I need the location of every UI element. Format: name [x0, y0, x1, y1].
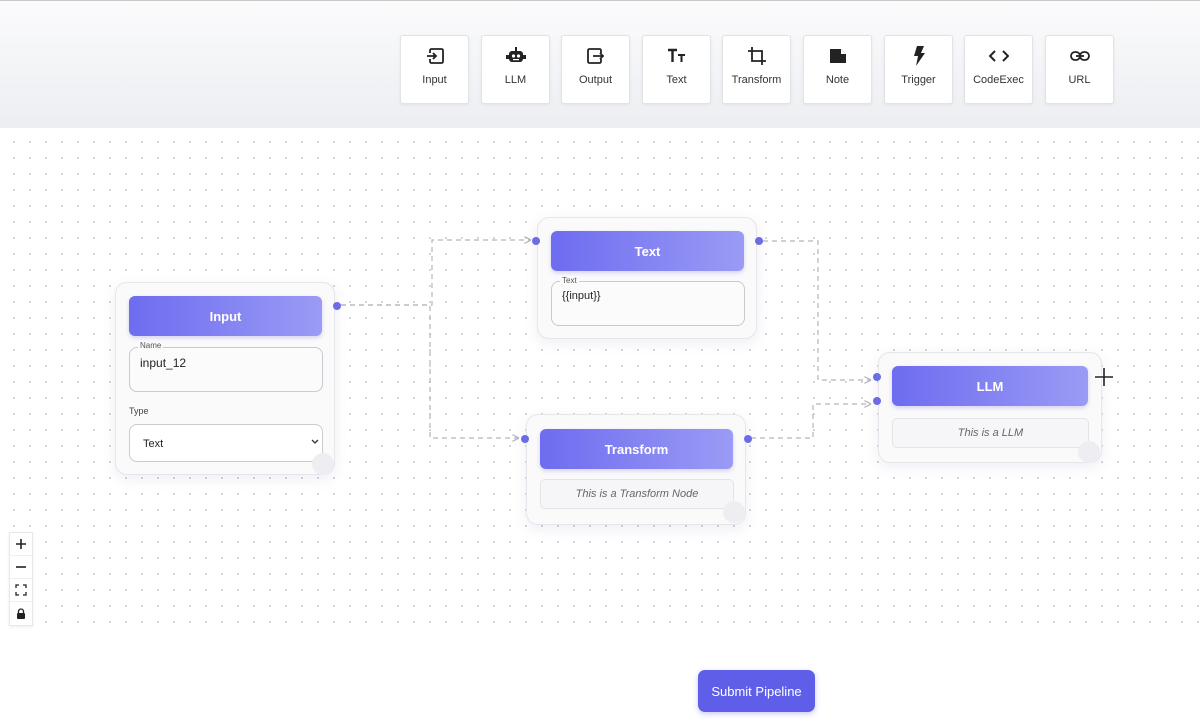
input-handle-prompt[interactable]: [873, 397, 881, 405]
text-format-icon: [643, 46, 710, 66]
resize-handle[interactable]: [723, 501, 745, 523]
node-description: This is a Transform Node: [540, 479, 734, 509]
input-handle-system[interactable]: [873, 373, 881, 381]
code-icon: [965, 46, 1032, 66]
node-header[interactable]: LLM: [892, 366, 1088, 406]
zoom-in-button[interactable]: [10, 533, 32, 556]
text-value: {{input}}: [562, 290, 601, 302]
input-handle[interactable]: [521, 435, 529, 443]
fullscreen-icon: [15, 584, 27, 596]
toolbar-item-label: CodeExec: [973, 74, 1024, 86]
minus-icon: [16, 566, 26, 568]
output-handle[interactable]: [333, 302, 341, 310]
text-field[interactable]: [551, 281, 745, 326]
lock-icon: [17, 607, 25, 619]
toolbar-item-label: Note: [825, 74, 850, 86]
text-node[interactable]: Text Text {{input}}: [532, 217, 763, 339]
login-icon: [401, 46, 468, 66]
bolt-icon: [885, 46, 952, 66]
plus-icon: [16, 539, 26, 549]
toolbar-item-output[interactable]: Output: [561, 35, 630, 104]
toolbar-item-label: Text: [666, 74, 687, 86]
toolbar-item-trigger[interactable]: Trigger: [884, 35, 953, 104]
node-description: This is a LLM: [892, 418, 1089, 448]
move-cursor-icon: [1094, 367, 1114, 387]
zoom-controls: [9, 532, 33, 626]
bottom-bar: [0, 628, 1200, 727]
type-label: Type: [129, 406, 149, 416]
toolbar-item-codeexec[interactable]: CodeExec: [964, 35, 1033, 104]
name-value: input_12: [140, 356, 187, 370]
output-handle[interactable]: [744, 435, 752, 443]
toolbar-item-label: Transform: [731, 74, 782, 86]
crop-icon: [723, 46, 790, 66]
resize-handle[interactable]: [1078, 441, 1100, 463]
submit-pipeline-button[interactable]: Submit Pipeline: [698, 670, 815, 712]
zoom-out-button[interactable]: [10, 556, 32, 579]
resize-handle[interactable]: [312, 453, 334, 475]
edge-input-text[interactable]: [341, 240, 530, 306]
node-toolbar: Input LLM Output Text Transform Note T: [0, 0, 1200, 128]
llm-node[interactable]: LLM This is a LLM: [873, 352, 1102, 463]
output-handle[interactable]: [755, 237, 763, 245]
chevron-down-icon: [311, 439, 319, 444]
toolbar-item-llm[interactable]: LLM: [481, 35, 550, 104]
toolbar-item-label: Output: [578, 74, 613, 86]
node-header[interactable]: Text: [551, 231, 744, 271]
toolbar-item-input[interactable]: Input: [400, 35, 469, 104]
toolbar-item-url[interactable]: URL: [1045, 35, 1114, 104]
input-handle[interactable]: [532, 237, 540, 245]
toolbar-item-transform[interactable]: Transform: [722, 35, 791, 104]
toolbar-item-text[interactable]: Text: [642, 35, 711, 104]
robot-icon: [482, 46, 549, 66]
fit-view-button[interactable]: [10, 579, 32, 602]
toolbar-item-label: LLM: [504, 74, 527, 86]
toolbar-item-label: Input: [422, 74, 447, 86]
link-icon: [1046, 46, 1113, 66]
transform-node[interactable]: Transform This is a Transform Node: [521, 414, 752, 525]
name-field[interactable]: [129, 347, 323, 392]
name-label: Name: [138, 341, 164, 350]
node-header[interactable]: Transform: [540, 429, 733, 469]
text-label: Text: [560, 276, 579, 285]
input-node[interactable]: Input Name input_12 Type Text: [115, 282, 341, 475]
type-select[interactable]: [129, 424, 323, 462]
logout-icon: [562, 46, 629, 66]
node-header[interactable]: Input: [129, 296, 322, 336]
edge-input-transform[interactable]: [341, 304, 518, 438]
type-value: Text: [143, 438, 164, 450]
toolbar-item-label: Trigger: [901, 74, 936, 86]
edge-transform-llm[interactable]: [751, 404, 870, 439]
lock-button[interactable]: [10, 602, 32, 625]
toolbar-item-note[interactable]: Note: [803, 35, 872, 104]
edge-text-llm[interactable]: [763, 240, 870, 380]
toolbar-item-label: URL: [1068, 74, 1091, 86]
note-icon: [804, 46, 871, 66]
